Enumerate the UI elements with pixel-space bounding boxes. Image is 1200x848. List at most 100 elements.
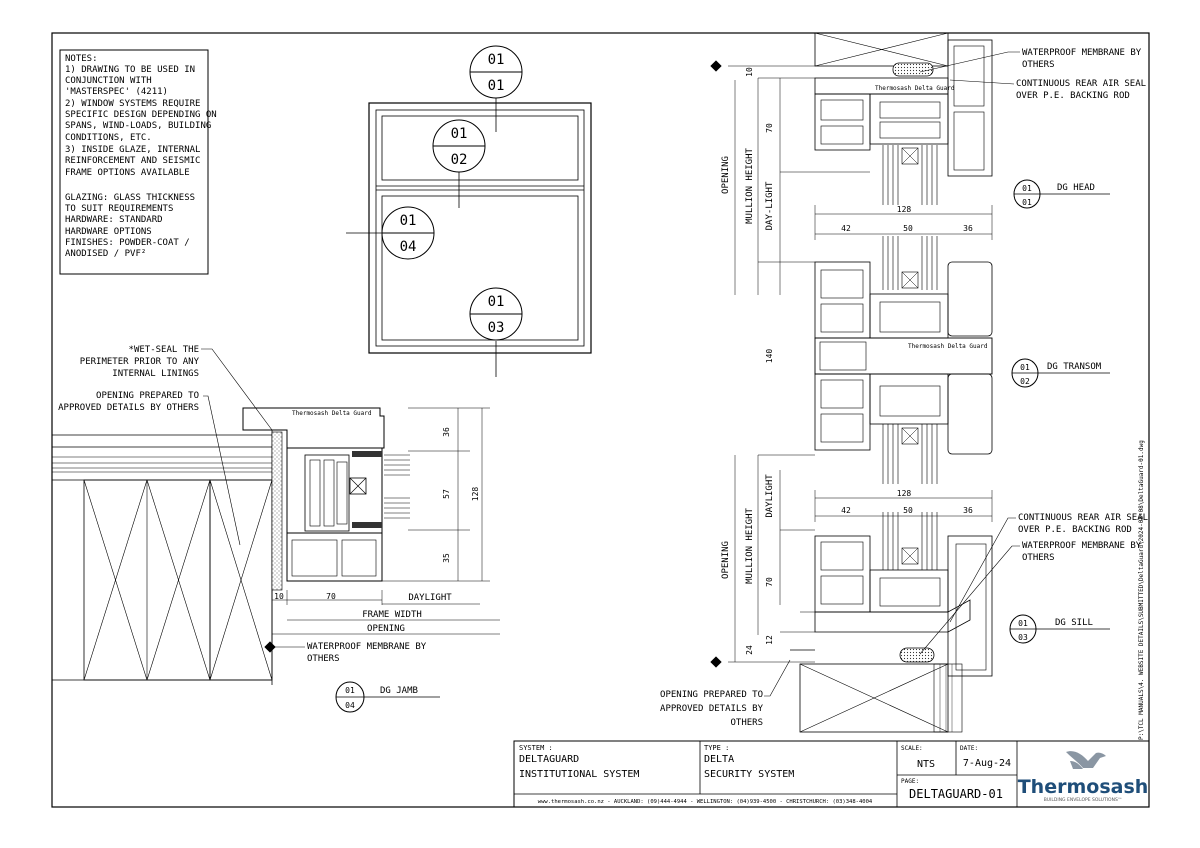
system-label: SYSTEM : <box>519 744 553 752</box>
jamb-dim-57: 57 <box>442 489 451 499</box>
dim-128-bottom: 128 <box>897 489 912 498</box>
sill-daylight-label: DAYLIGHT <box>765 474 775 518</box>
tag-top: 01 <box>345 686 355 695</box>
sill-opening-note: APPROVED DETAILS BY <box>660 704 764 714</box>
dim-36-top: 36 <box>963 224 973 233</box>
type-line: DELTA <box>704 754 734 765</box>
notes-box: NOTES: 1) DRAWING TO BE USED IN CONJUNCT… <box>59 49 217 275</box>
jamb-detail <box>52 348 500 685</box>
tag-bottom: 01 <box>1022 198 1032 207</box>
sill-membrane-note: WATERPROOF MEMBRANE BY <box>1022 541 1142 551</box>
tag-bottom: 01 <box>488 78 505 94</box>
notes-line: 2) WINDOW SYSTEMS REQUIRE <box>65 99 200 109</box>
tag-bottom: 02 <box>451 152 468 168</box>
sill-mullion-height-label: MULLION HEIGHT <box>745 507 755 583</box>
tag-bottom: 03 <box>1018 633 1028 642</box>
head-air-seal-note: CONTINUOUS REAR AIR SEAL <box>1016 79 1146 89</box>
scale-value: NTS <box>917 759 935 770</box>
page-label: PAGE: <box>901 778 919 785</box>
notes-line: HARDWARE: STANDARD <box>65 215 163 225</box>
jamb-section-tag[interactable]: 01 04 DG JAMB <box>335 681 440 713</box>
sill-section-tag[interactable]: 01 03 DG SILL <box>1009 614 1110 644</box>
tag-bottom: 02 <box>1020 377 1030 386</box>
scale-label: SCALE: <box>901 745 923 752</box>
sill-opening-note: OTHERS <box>730 718 763 728</box>
notes-line: FRAME OPTIONS AVAILABLE <box>65 168 190 178</box>
transom-section-tag[interactable]: 01 02 DG TRANSOM <box>1011 358 1110 388</box>
notes-line: SPANS, WIND-LOADS, BUILDING <box>65 121 211 131</box>
type-line: SECURITY SYSTEM <box>704 769 794 780</box>
jamb-opening-note: OPENING PREPARED TO <box>96 391 199 401</box>
tag-title: DG SILL <box>1055 618 1093 628</box>
dim-128-top: 128 <box>897 205 912 214</box>
jamb-dim-10: 10 <box>274 592 284 601</box>
sheet-border <box>51 32 1150 808</box>
dim-24: 24 <box>745 645 754 655</box>
dim-42-bottom: 42 <box>841 506 851 515</box>
jamb-wet-seal-note: *WET-SEAL THE <box>129 345 199 355</box>
tag-top: 01 <box>451 126 468 142</box>
dim-36-bottom: 36 <box>963 506 973 515</box>
level-marker <box>264 641 276 653</box>
dim-70-head: 70 <box>765 123 774 133</box>
jamb-dim-35: 35 <box>442 553 451 563</box>
dim-12: 12 <box>765 635 774 645</box>
type-label: TYPE : <box>704 744 729 752</box>
notes-line: REINFORCEMENT AND SEISMIC <box>65 156 200 166</box>
title-block <box>513 740 1150 808</box>
system-line: INSTITUTIONAL SYSTEM <box>519 769 639 780</box>
dim-42-top: 42 <box>841 224 851 233</box>
notes-line: HARDWARE OPTIONS <box>65 227 152 237</box>
jamb-membrane-note: WATERPROOF MEMBRANE BY <box>307 642 427 652</box>
jamb-opening-note: APPROVED DETAILS BY OTHERS <box>58 403 199 413</box>
elevation-tag-01-03[interactable]: 01 03 <box>469 287 523 341</box>
brand-name: Thermosash <box>1018 776 1149 798</box>
head-level-marker <box>710 60 722 72</box>
jamb-frame-width-label: FRAME WIDTH <box>362 610 422 620</box>
dim-50-bottom: 50 <box>903 506 913 515</box>
date-label: DATE: <box>960 745 978 752</box>
tag-title: DG TRANSOM <box>1047 362 1102 372</box>
notes-line: TO SUIT REQUIREMENTS <box>65 204 173 214</box>
notes-line: NOTES: <box>65 54 98 64</box>
window-elevation <box>346 97 592 377</box>
jamb-membrane-note: OTHERS <box>307 654 340 664</box>
notes-line: 1) DRAWING TO BE USED IN <box>65 65 195 75</box>
jamb-opening-label: OPENING <box>367 624 405 634</box>
sill-opening-label: OPENING <box>721 541 731 579</box>
sill-air-seal-note: OVER P.E. BACKING ROD <box>1018 525 1132 535</box>
sill-opening-note: OPENING PREPARED TO <box>660 690 763 700</box>
head-section-tag[interactable]: 01 01 DG HEAD <box>1013 179 1110 209</box>
dim-140: 140 <box>765 349 774 364</box>
date-value: 7-Aug-24 <box>963 758 1011 769</box>
notes-line: FINISHES: POWDER-COAT / <box>65 238 190 248</box>
notes-line: ANODISED / PVF² <box>65 249 146 259</box>
notes-line: CONJUNCTION WITH <box>65 76 152 86</box>
tag-title: DG HEAD <box>1057 183 1095 193</box>
brand-tagline: BUILDING ENVELOPE SOLUTIONS™ <box>1044 797 1123 803</box>
dim-50-top: 50 <box>903 224 913 233</box>
tag-top: 01 <box>1018 619 1028 628</box>
elevation-tag-01-04[interactable]: 01 04 <box>381 206 435 260</box>
tag-top: 01 <box>1020 363 1030 372</box>
head-opening-label: OPENING <box>721 156 731 194</box>
jamb-wet-seal-note: INTERNAL LININGS <box>112 369 199 379</box>
jamb-dim-36: 36 <box>442 427 451 437</box>
notes-line: CONDITIONS, ETC. <box>65 133 152 143</box>
tag-bottom: 04 <box>345 701 355 710</box>
sill-level-marker <box>710 656 722 668</box>
jamb-dim-70: 70 <box>326 592 336 601</box>
vertical-section <box>728 32 1020 733</box>
tag-bottom: 03 <box>488 320 505 336</box>
bird-icon <box>1066 751 1106 769</box>
tag-title: DG JAMB <box>380 686 418 696</box>
head-membrane-note: WATERPROOF MEMBRANE BY <box>1022 48 1142 58</box>
tag-bottom: 04 <box>400 239 417 255</box>
contact-line: www.thermosash.co.nz - AUCKLAND: (09)444… <box>538 799 873 805</box>
elevation-tag-01-02[interactable]: 01 02 <box>432 119 486 173</box>
head-day-light-label: DAY-LIGHT <box>765 181 775 230</box>
notes-line: 'MASTERSPEC' (4211) <box>65 87 168 97</box>
jamb-wet-seal-note: PERIMETER PRIOR TO ANY <box>80 357 200 367</box>
elevation-tag-01-01[interactable]: 01 01 <box>469 45 523 99</box>
